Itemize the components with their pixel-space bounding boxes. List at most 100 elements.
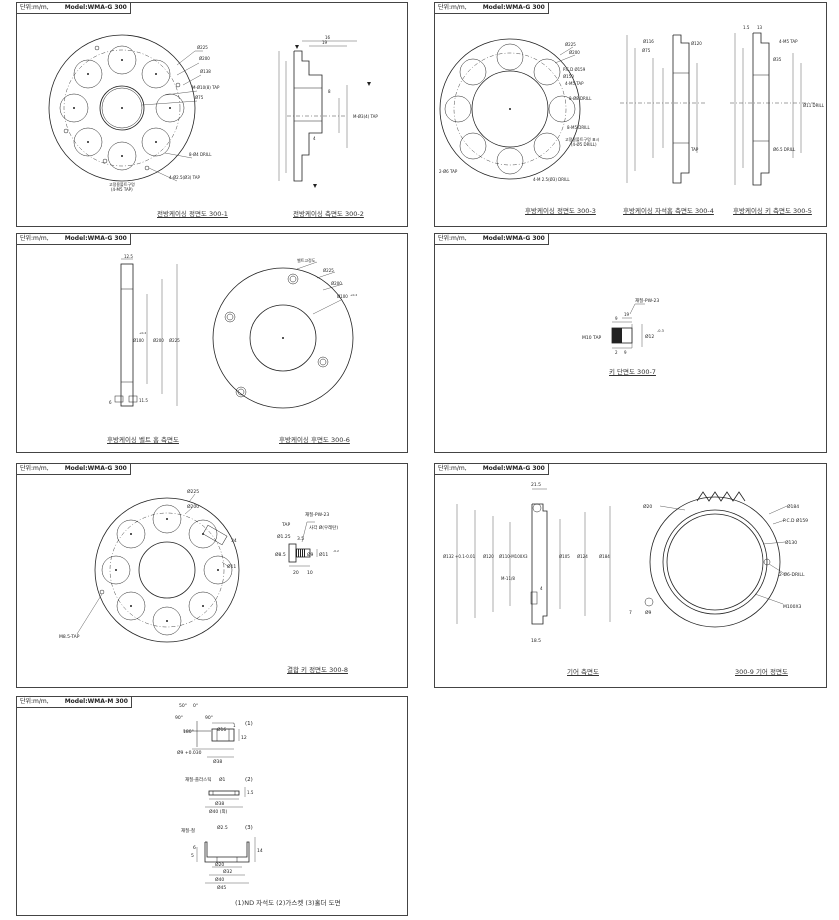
svg-text:M-11/8: M-11/8 xyxy=(501,576,515,581)
svg-text:Ø9: Ø9 xyxy=(645,609,652,616)
key-section-drawing: 재질-PW-23 M10 TAP 9 19 2 9 Ø12 -0.3 xyxy=(582,297,664,355)
svg-text:1: 1 xyxy=(233,723,236,728)
magnet-gasket-holder-drawing: 50° 0° 90° 90° 180° Ø16 (1) Ø9 +0.030 Ø3… xyxy=(175,703,263,891)
svg-text:9: 9 xyxy=(615,316,618,321)
svg-text:Ø11 DRILL: Ø11 DRILL xyxy=(803,103,825,108)
svg-text:Ø1: Ø1 xyxy=(219,776,226,783)
svg-text:4: 4 xyxy=(313,136,316,141)
svg-text:9: 9 xyxy=(624,350,627,355)
caption-belt-groove-view: 후방케이싱 벨트 홈 측면도 xyxy=(107,436,179,444)
svg-text:Ø200: Ø200 xyxy=(153,338,164,343)
rear-casing-drawing: Ø225 Ø200 P.C.D Ø159 Ø150 4-M5 TAP 8-Ø8 … xyxy=(439,25,825,186)
svg-text:재질-플라스틱: 재질-플라스틱 xyxy=(185,776,211,783)
svg-text:Ø38: Ø38 xyxy=(213,758,222,765)
svg-text:90°: 90° xyxy=(175,715,183,721)
svg-text:고정용볼트구멍 표시: 고정용볼트구멍 표시 xyxy=(565,136,600,142)
svg-text:Ø20: Ø20 xyxy=(215,861,224,868)
svg-text:Ø150: Ø150 xyxy=(563,74,574,79)
svg-text:Ø120: Ø120 xyxy=(483,554,494,559)
svg-text:재질-PW-23: 재질-PW-23 xyxy=(635,297,659,304)
title-block: 단위:m/m,Model:WMA-G 300 xyxy=(17,464,131,475)
svg-text:Ø110-M100X3: Ø110-M100X3 xyxy=(499,554,528,559)
caption-gear-front-view: 300-9 기어 정면도 xyxy=(735,668,788,676)
svg-text:Ø75: Ø75 xyxy=(642,48,651,53)
svg-text:Ø225: Ø225 xyxy=(197,45,208,50)
unit-label: 단위:m/m, xyxy=(20,698,49,705)
svg-text:Ø225: Ø225 xyxy=(565,42,576,47)
svg-text:사각 Ø(우레탄): 사각 Ø(우레탄) xyxy=(309,524,338,531)
caption-side-view: 전방케이싱 측면도 300-2 xyxy=(293,210,364,218)
drawing-sheet-gear: 단위:m/m,Model:WMA-G 300 21.5 Ø132 +0.1-0.… xyxy=(434,463,827,688)
svg-text:Ø138: Ø138 xyxy=(200,69,211,74)
svg-text:8: 8 xyxy=(328,89,331,94)
svg-text:19: 19 xyxy=(322,40,328,45)
svg-text:2-Ø6 TAP: 2-Ø6 TAP xyxy=(439,169,458,174)
svg-text:P.C.D Ø159: P.C.D Ø159 xyxy=(563,67,586,72)
unit-label: 단위:m/m, xyxy=(20,4,49,11)
drawing-sheet-belt-groove: 단위:m/m,Model:WMA-G 300 12.5 Ø100 Ø200 Ø2… xyxy=(16,233,408,453)
svg-text:M10 TAP: M10 TAP xyxy=(582,335,602,341)
magnet-detail: 50° 0° 90° 90° 180° Ø16 (1) Ø9 +0.030 Ø3… xyxy=(175,703,253,765)
svg-text:Ø225: Ø225 xyxy=(187,488,199,495)
svg-text:16: 16 xyxy=(325,35,331,40)
svg-text:Ø225: Ø225 xyxy=(169,338,180,343)
title-block: 단위:m/m,Model:WMA-G 300 xyxy=(435,234,549,245)
svg-text:90°: 90° xyxy=(205,715,213,721)
belt-groove-drawing: 12.5 Ø100 Ø200 Ø225 +0.2 6 11.5 벨트고정도 Ø2… xyxy=(109,254,357,409)
svg-text:M8.5-TAP: M8.5-TAP xyxy=(59,634,80,640)
svg-text:Ø2.5: Ø2.5 xyxy=(217,824,228,831)
svg-text:-0.2: -0.2 xyxy=(333,549,339,553)
title-block: 단위:m/m,Model:WMA-G 300 xyxy=(435,3,549,14)
svg-text:M-Ø10(8) TAP: M-Ø10(8) TAP xyxy=(192,85,220,90)
unit-label: 단위:m/m, xyxy=(438,4,467,11)
title-block: 단위:m/m,Model:WMA-G 300 xyxy=(17,3,131,14)
rear-back-view: 벨트고정도 Ø225 Ø200 Ø100 +0.2 xyxy=(212,257,357,409)
svg-text:Ø75: Ø75 xyxy=(195,95,204,100)
svg-text:Ø105: Ø105 xyxy=(559,554,570,559)
svg-text:4-M 2.5(Ø3) DRILL: 4-M 2.5(Ø3) DRILL xyxy=(533,177,570,182)
svg-text:8-Ø4 DRILL: 8-Ø4 DRILL xyxy=(189,152,212,157)
svg-text:8-M5 DRILL: 8-M5 DRILL xyxy=(567,125,591,130)
svg-text:8-Ø8 DRILL: 8-Ø8 DRILL xyxy=(569,96,592,101)
svg-text:Ø200: Ø200 xyxy=(199,56,210,61)
svg-text:Ø200: Ø200 xyxy=(187,503,199,510)
key-side-view: 1.5 13 4-M5 TAP Ø35 Ø11 DRILL Ø6.5 DRILL xyxy=(730,25,825,186)
svg-text:Ø6.5 DRILL: Ø6.5 DRILL xyxy=(773,147,796,152)
svg-text:21.5: 21.5 xyxy=(531,482,541,488)
belt-groove-side-view: 12.5 Ø100 Ø200 Ø225 +0.2 6 11.5 xyxy=(109,254,180,407)
svg-text:34: 34 xyxy=(231,538,237,544)
title-block: 단위:m/m,Model:WMA-M 300 xyxy=(17,697,132,708)
svg-text:M100X3: M100X3 xyxy=(783,604,802,610)
svg-text:12.5: 12.5 xyxy=(124,254,133,259)
svg-text:2-Ø6-DRILL: 2-Ø6-DRILL xyxy=(779,571,805,578)
svg-text:1.5: 1.5 xyxy=(743,25,750,30)
svg-text:M-Ø3(4) TAP: M-Ø3(4) TAP xyxy=(353,114,378,119)
svg-text:Ø132 +0.1-0.01: Ø132 +0.1-0.01 xyxy=(443,554,476,559)
svg-text:Ø9 +0.030: Ø9 +0.030 xyxy=(177,749,202,756)
svg-text:4-M5 TAP: 4-M5 TAP xyxy=(565,81,584,86)
svg-text:Ø38: Ø38 xyxy=(215,800,224,807)
svg-text:12: 12 xyxy=(241,735,247,741)
title-block: 단위:m/m,Model:WMA-G 300 xyxy=(17,234,131,245)
svg-text:재질-PW-23: 재질-PW-23 xyxy=(305,511,329,518)
svg-text:180°: 180° xyxy=(183,729,194,735)
unit-label: 단위:m/m, xyxy=(20,465,49,472)
svg-text:(2): (2) xyxy=(245,777,253,783)
svg-text:19: 19 xyxy=(624,312,630,317)
model-label: Model:WMA-G 300 xyxy=(482,235,545,242)
unit-label: 단위:m/m, xyxy=(20,235,49,242)
svg-text:1.5: 1.5 xyxy=(247,790,254,795)
svg-text:2: 2 xyxy=(615,350,618,355)
svg-text:Ø184: Ø184 xyxy=(787,503,799,510)
svg-text:6: 6 xyxy=(193,845,196,851)
svg-text:고정용볼트구멍: 고정용볼트구멍 xyxy=(109,181,135,187)
caption-magnet-gasket-holder: (1)ND 자석도 (2)가스켓 (3)홀더 도면 xyxy=(235,899,341,907)
front-view: Ø225 Ø200 Ø138 M-Ø10(8) TAP Ø75 8-Ø4 DRI… xyxy=(48,34,220,192)
caption-front-view: 전방케이싱 정면도 300-1 xyxy=(157,210,228,218)
svg-text:Ø9: Ø9 xyxy=(307,551,314,558)
svg-text:7: 7 xyxy=(629,610,632,616)
svg-text:TAP: TAP xyxy=(690,147,699,152)
caption-rear-front-view: 후방케이싱 정면도 300-3 xyxy=(525,207,596,215)
svg-text:재질-철: 재질-철 xyxy=(181,827,195,834)
svg-text:Ø32: Ø32 xyxy=(223,868,232,875)
